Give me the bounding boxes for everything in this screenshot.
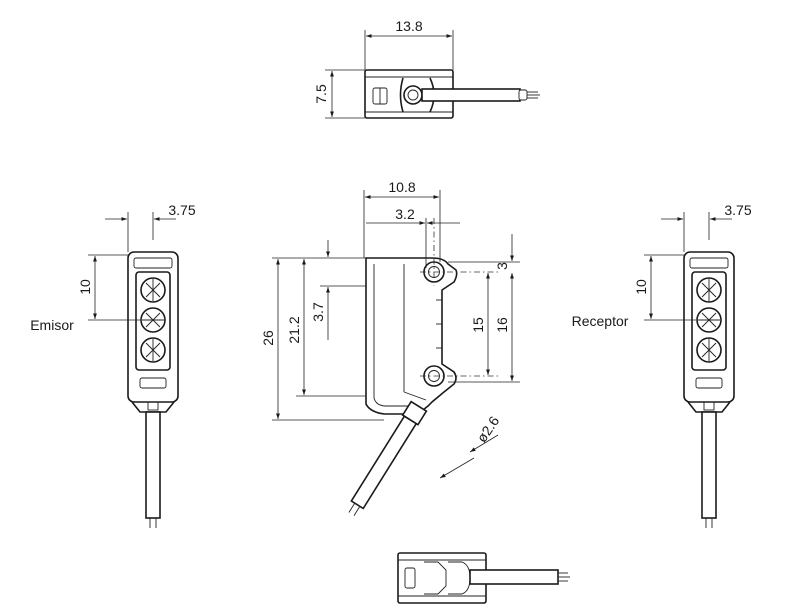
side-view: ø2.6 10.8 3.2 3 16 15 3.7 (260, 179, 520, 516)
side-cable (350, 415, 418, 510)
emitter-cable (145, 411, 161, 519)
bottom-view (397, 552, 570, 604)
receiver-lens-window (691, 271, 727, 371)
receiver-led-3 (696, 337, 722, 363)
hole-top-label: 3 (494, 262, 510, 270)
hole-outer-label: 16 (494, 317, 510, 333)
cable-diameter-label: ø2.6 (473, 413, 502, 445)
top-view: 13.8 7.5 (313, 18, 540, 119)
hole-pitch-label: 15 (470, 317, 486, 333)
emitter-center-label: 3.75 (168, 202, 195, 218)
emitter-led-1 (140, 277, 166, 303)
top-width-label: 13.8 (395, 18, 422, 34)
lens-offset-label: 3.2 (395, 206, 415, 222)
body-width-label: 10.8 (388, 179, 415, 195)
top-cable-gland (403, 85, 423, 105)
receiver-height-label: 10 (633, 279, 649, 295)
lens-height-label: 3.7 (310, 302, 326, 322)
receiver-led-1 (696, 277, 722, 303)
top-height-label: 7.5 (313, 84, 329, 104)
emitter-label: Emisor (30, 317, 74, 333)
side-housing (365, 257, 458, 415)
receiver-led-2 (696, 307, 722, 333)
emitter-lens-window (135, 271, 171, 371)
receiver-label: Receptor (572, 313, 629, 329)
receiver-cable (701, 411, 717, 519)
receiver-center-label: 3.75 (724, 202, 751, 218)
emitter-led-2 (140, 307, 166, 333)
emitter-front-view: 3.75 10 Emisor (30, 202, 196, 528)
body-height-label: 26 (260, 330, 276, 346)
bottom-cable (469, 569, 559, 585)
receiver-front-view: 3.75 10 Receptor (572, 202, 752, 528)
body-height-inner-label: 21.2 (286, 316, 302, 343)
top-cable (421, 88, 521, 102)
emitter-height-label: 10 (77, 279, 93, 295)
emitter-led-3 (140, 337, 166, 363)
